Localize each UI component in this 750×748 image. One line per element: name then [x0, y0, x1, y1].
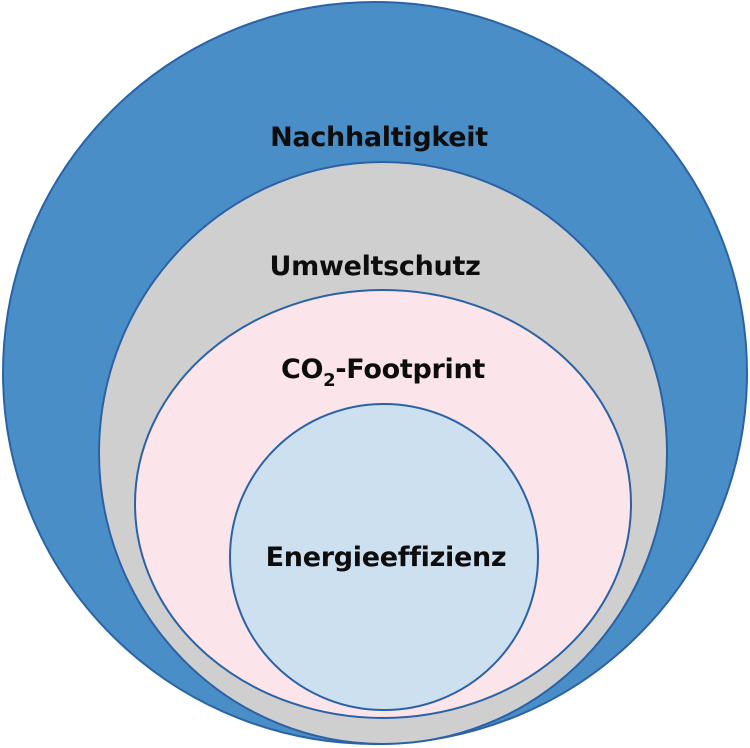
label-nachhaltigkeit: Nachhaltigkeit: [270, 122, 488, 153]
label-umweltschutz: Umweltschutz: [269, 251, 480, 282]
label-co2-prefix: CO: [281, 354, 323, 385]
label-energieeffizienz: Energieeffizienz: [266, 542, 507, 573]
label-co2-suffix: -Footprint: [335, 354, 485, 385]
label-co2-footprint: CO2-Footprint: [281, 354, 485, 391]
ring-energieeffizienz: [229, 403, 539, 711]
label-co2-subscript: 2: [323, 370, 335, 391]
